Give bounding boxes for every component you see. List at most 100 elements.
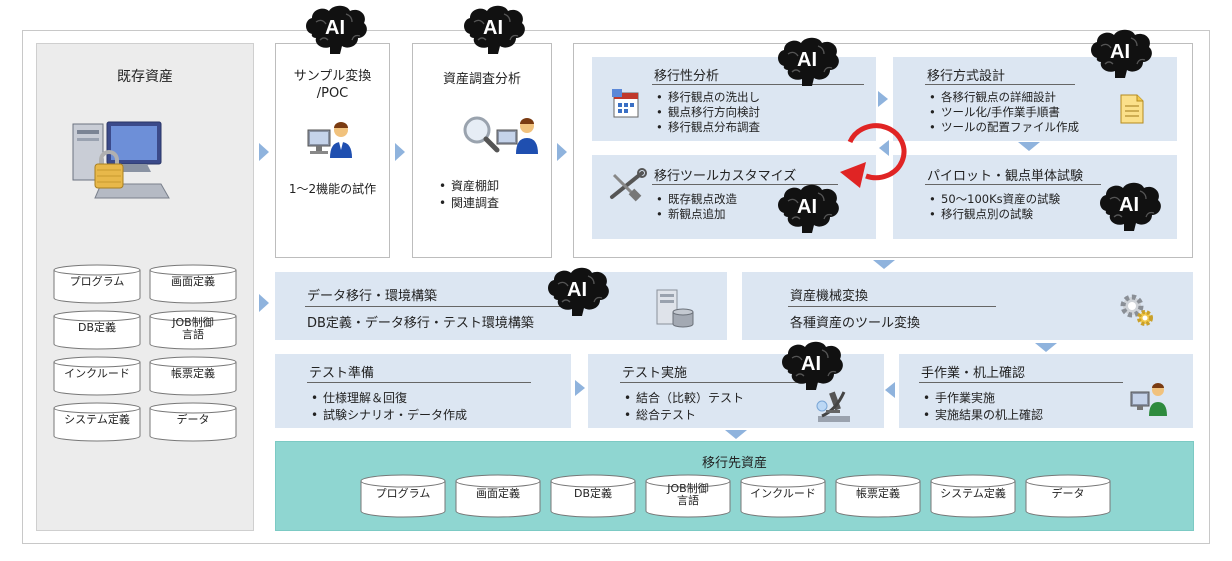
list-item: 移行観点分布調査 [654, 120, 760, 135]
divider [925, 84, 1075, 85]
migration-analysis-bullets: 移行観点の洗出し 観点移行方向検討 移行観点分布調査 [654, 90, 760, 135]
legacy-item-data: データ [149, 402, 237, 442]
ai-brain-icon [1087, 28, 1153, 80]
sample-conversion-panel: サンプル変換 /POC 1～2機能の試作 [275, 43, 390, 258]
test-execution-bullets: 結合（比較）テスト 総合テスト [622, 390, 744, 424]
legacy-item-system-def: システム定義 [53, 402, 141, 442]
list-item: 関連調査 [437, 195, 499, 212]
microscope-icon [812, 386, 856, 426]
legacy-item-include: インクルード [53, 356, 141, 396]
list-item: 資産棚卸 [437, 178, 499, 195]
target-item-db-def: DB定義 [550, 474, 636, 518]
list-item: ツールの配置ファイル作成 [927, 120, 1079, 135]
pilot-unit-test-bullets: 50～100Ks資産の試験 移行観点別の試験 [927, 192, 1060, 222]
arrow-right-icon [575, 380, 585, 396]
arrow-right-icon [259, 294, 269, 312]
test-preparation-panel: テスト準備 仕様理解＆回復 試験シナリオ・データ作成 [275, 354, 571, 428]
target-item-job-control: JOB制御 言語 [645, 474, 731, 518]
arrow-right-icon [557, 143, 567, 161]
list-item: 既存観点改造 [654, 192, 737, 207]
arrow-down-icon [1018, 142, 1040, 151]
list-item: 各移行観点の詳細設計 [927, 90, 1079, 105]
migration-method-design-title: 移行方式設計 [927, 69, 1006, 84]
asset-survey-bullets: 資産棚卸 関連調査 [437, 178, 499, 212]
target-item-data: データ [1025, 474, 1111, 518]
cycle-arrow-icon [836, 112, 916, 188]
arrow-right-icon [395, 143, 405, 161]
document-icon [1119, 93, 1145, 125]
ai-brain-icon [1096, 181, 1162, 233]
tools-icon [608, 167, 648, 203]
ai-brain-icon [460, 4, 526, 56]
data-migration-desc: DB定義・データ移行・テスト環境構築 [307, 316, 534, 331]
calendar-icon [612, 87, 640, 119]
migration-tool-customize-bullets: 既存観点改造 新観点追加 [654, 192, 737, 222]
list-item: ツール化/手作業手順書 [927, 105, 1079, 120]
machine-conversion-title: 資産機械変換 [790, 289, 869, 304]
list-item: 試験シナリオ・データ作成 [309, 407, 467, 424]
target-item-include: インクルード [740, 474, 826, 518]
arrow-down-icon [873, 260, 895, 269]
pilot-unit-test-title: パイロット・観点単体試験 [927, 169, 1084, 184]
asset-survey-title: 資産調査分析 [442, 72, 521, 87]
list-item: 新観点追加 [654, 207, 737, 222]
legacy-item-program: プログラム [53, 264, 141, 304]
target-item-program: プログラム [360, 474, 446, 518]
machine-conversion-panel: 資産機械変換 各種資産のツール変換 [742, 272, 1193, 340]
divider [305, 306, 569, 307]
test-preparation-title: テスト準備 [309, 366, 375, 381]
legacy-assets-panel: 既存資産 プログラム 画面定義 DB定義 JOB制御 言語 インクルード 帳票定… [36, 43, 254, 531]
arrow-left-icon [879, 140, 889, 156]
legacy-item-screen-def: 画面定義 [149, 264, 237, 304]
migration-tool-customize-title: 移行ツールカスタマイズ [654, 169, 797, 184]
target-assets-title: 移行先資産 [701, 456, 767, 471]
arrow-right-icon [259, 143, 269, 161]
locked-computer-icon [71, 118, 171, 208]
divider [652, 84, 864, 85]
migration-analysis-title: 移行性分析 [654, 69, 720, 84]
arrow-down-icon [725, 430, 747, 439]
server-icon [653, 288, 697, 328]
list-item: 結合（比較）テスト [622, 390, 744, 407]
test-execution-title: テスト実施 [622, 366, 688, 381]
list-item: 移行観点の洗出し [654, 90, 760, 105]
data-migration-panel: データ移行・環境構築 DB定義・データ移行・テスト環境構築 [275, 272, 727, 340]
ai-brain-icon [302, 4, 368, 56]
legacy-item-job-control: JOB制御 言語 [149, 310, 237, 350]
sample-conversion-desc: 1～2機能の試作 [288, 182, 377, 196]
test-preparation-bullets: 仕様理解＆回復 試験シナリオ・データ作成 [309, 390, 467, 424]
list-item: 仕様理解＆回復 [309, 390, 467, 407]
arrow-down-icon [1035, 343, 1057, 352]
asset-survey-panel: 資産調査分析 資産棚卸 関連調査 [412, 43, 552, 258]
divider [307, 382, 531, 383]
list-item: 総合テスト [622, 407, 744, 424]
target-item-screen-def: 画面定義 [455, 474, 541, 518]
machine-conversion-desc: 各種資産のツール変換 [790, 316, 921, 331]
target-assets-panel: 移行先資産 プログラム 画面定義 DB定義 JOB制御 言語 インクルード 帳票… [275, 441, 1194, 531]
gears-icon [1116, 290, 1156, 330]
manual-desk-check-panel: 手作業・机上確認 手作業実施 実施結果の机上確認 [899, 354, 1193, 428]
list-item: 50～100Ks資産の試験 [927, 192, 1060, 207]
divider [925, 184, 1101, 185]
divider [620, 382, 820, 383]
ai-brain-icon [544, 266, 610, 318]
target-item-report-def: 帳票定義 [835, 474, 921, 518]
ai-brain-icon [778, 340, 844, 392]
migration-method-design-bullets: 各移行観点の詳細設計 ツール化/手作業手順書 ツールの配置ファイル作成 [927, 90, 1079, 135]
list-item: 実施結果の机上確認 [921, 407, 1043, 424]
data-migration-title: データ移行・環境構築 [307, 289, 438, 304]
legacy-assets-title: 既存資産 [117, 69, 173, 85]
list-item: 手作業実施 [921, 390, 1043, 407]
ai-brain-icon [774, 36, 840, 88]
user-at-computer-icon [1129, 380, 1169, 418]
ai-brain-icon [774, 183, 840, 235]
list-item: 観点移行方向検討 [654, 105, 760, 120]
user-at-computer-icon [306, 120, 356, 160]
divider [919, 382, 1123, 383]
arrow-left-icon [885, 382, 895, 398]
manual-desk-check-title: 手作業・机上確認 [921, 366, 1026, 381]
divider [788, 306, 996, 307]
target-item-system-def: システム定義 [930, 474, 1016, 518]
manual-desk-check-bullets: 手作業実施 実施結果の机上確認 [921, 390, 1043, 424]
magnifier-user-icon [457, 114, 541, 158]
